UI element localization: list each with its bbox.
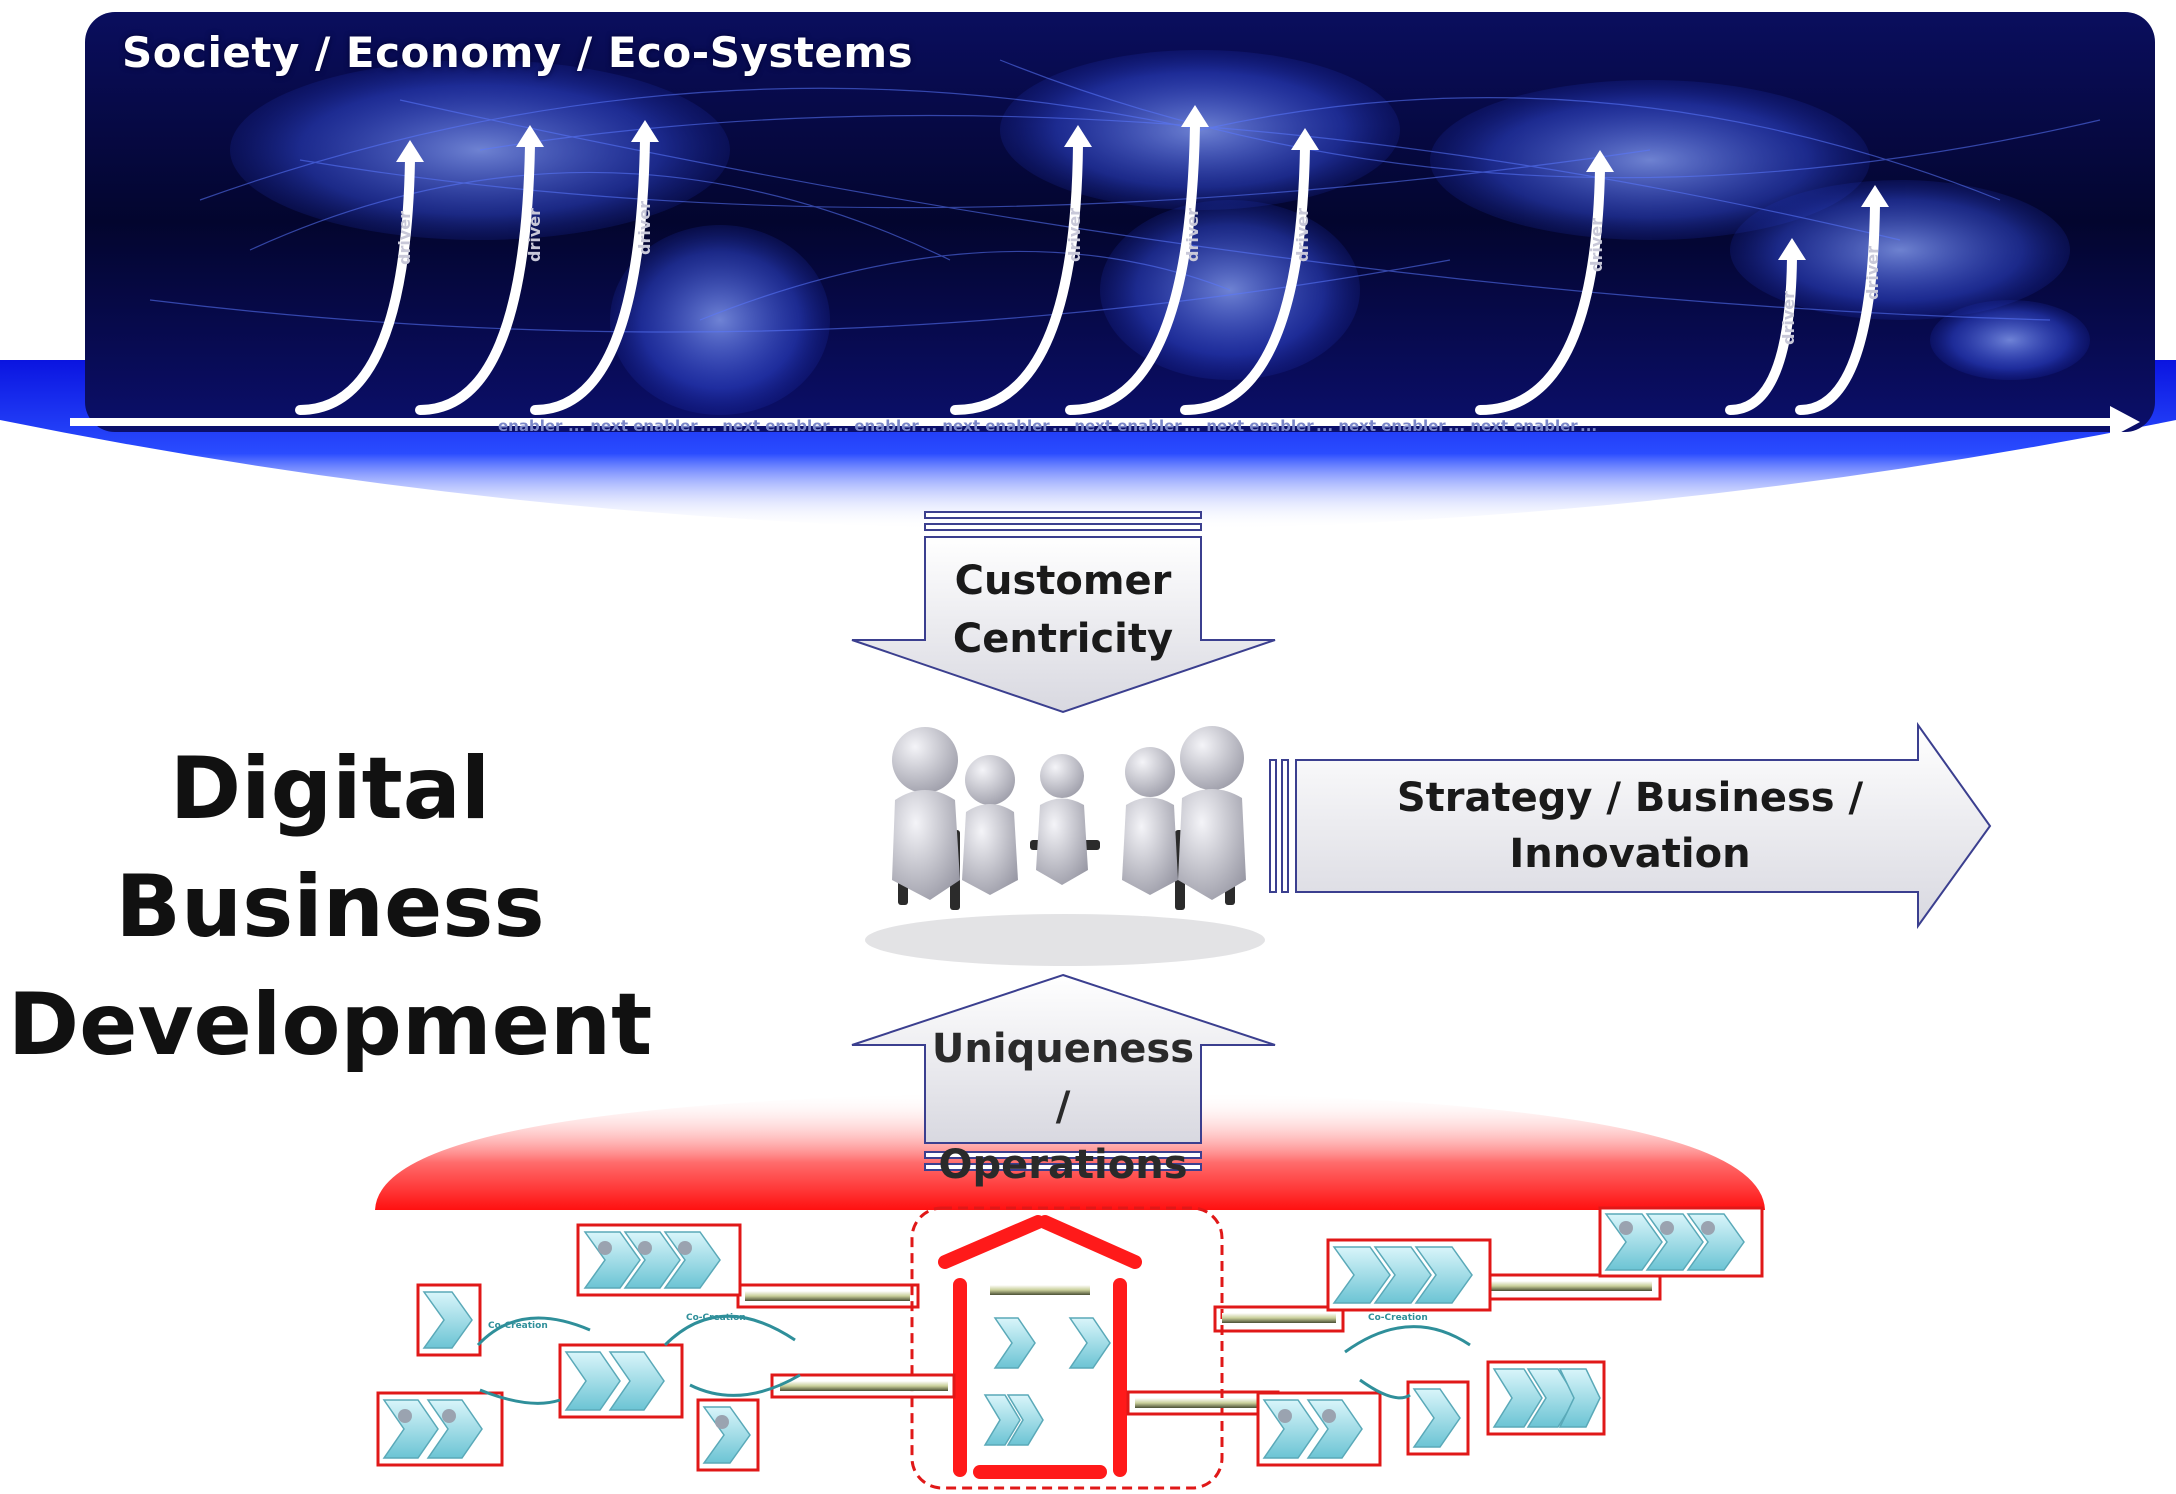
- driver-label: driver: [1293, 208, 1312, 262]
- driver-label: driver: [1779, 291, 1798, 345]
- driver-label: driver: [1065, 208, 1084, 262]
- svg-text:... next enabler: ... next enabler: [1448, 417, 1578, 435]
- svg-text:... next enabler: ... next enabler: [920, 417, 1050, 435]
- connector-bars: [736, 1273, 1662, 1416]
- uniqueness-operations-label: Uniqueness / Operations: [925, 1020, 1201, 1194]
- driver-arrow: [530, 135, 650, 415]
- uniqueness-operations-arrow: [851, 973, 1276, 1171]
- house-icon: [938, 1215, 1142, 1479]
- driver-arrow: [1180, 143, 1310, 415]
- uniqueness-line: Uniqueness /: [931, 1026, 1195, 1130]
- svg-text:... next enabler: ... next enabler: [1184, 417, 1314, 435]
- svg-text:... enabler: ... enabler: [832, 417, 919, 435]
- main-title-line: Development: [7, 975, 653, 1075]
- driver-arrow: [1725, 253, 1797, 415]
- customer-centricity-label: Customer Centricity: [925, 552, 1201, 668]
- driver-label: driver: [1863, 246, 1882, 300]
- driver-arrow: [1065, 120, 1200, 415]
- timeline-arrowhead: [2110, 406, 2140, 438]
- continent-lights: [230, 50, 2090, 415]
- svg-text:Co-Creation: Co-Creation: [1368, 1313, 1428, 1323]
- driver-arrow: [1475, 165, 1605, 415]
- strategy-line: Strategy / Business /: [1396, 775, 1864, 821]
- timeline-labels: enabler ... next enabler ... next enable…: [498, 417, 1597, 435]
- driver-label: driver: [395, 211, 414, 265]
- driver-arrows: [295, 120, 1880, 415]
- driver-label: driver: [635, 201, 654, 255]
- driver-label: driver: [1587, 218, 1606, 272]
- driver-arrow: [950, 140, 1083, 415]
- customer-centricity-line: Centricity: [952, 616, 1174, 662]
- main-title-line: Digital Business: [115, 739, 545, 957]
- driver-arrow: [415, 140, 535, 415]
- svg-text:... next enabler: ... next enabler: [1052, 417, 1182, 435]
- svg-text:... next enabler: ... next enabler: [1316, 417, 1446, 435]
- strategy-arrow: [1269, 721, 1992, 930]
- co-creation-labels: Co-Creation Co-Creation Co-Creation: [488, 1313, 1428, 1331]
- strategy-line: Innovation: [1509, 831, 1751, 877]
- process-boxes: [376, 1206, 1764, 1472]
- driver-labels: driver driver driver driver driver drive…: [395, 201, 1882, 345]
- world-band-title: Society / Economy / Eco-Systems: [122, 28, 914, 77]
- world-network-band: driver driver driver driver driver drive…: [0, 12, 2176, 530]
- strategy-label: Strategy / Business / Innovation: [1300, 770, 1960, 882]
- meeting-people-icon: [865, 726, 1265, 966]
- svg-text:Co-Creation: Co-Creation: [488, 1321, 548, 1331]
- main-title: Digital Business Development: [0, 730, 660, 1084]
- svg-text:... next enabler: ... next enabler: [568, 417, 698, 435]
- svg-text:... next enabler: ... next enabler: [700, 417, 830, 435]
- core-capability-frame: [910, 1206, 1224, 1490]
- customer-centricity-arrow: [851, 511, 1276, 714]
- core-chevrons: [983, 1317, 1111, 1446]
- driver-label: driver: [525, 208, 544, 262]
- svg-text:Co-Creation: Co-Creation: [686, 1313, 746, 1323]
- svg-text:...: ...: [1580, 417, 1597, 435]
- customer-centricity-line: Customer: [954, 558, 1172, 604]
- driver-arrowheads: [396, 105, 1889, 260]
- uniqueness-line: Operations: [938, 1142, 1188, 1188]
- driver-arrow: [1795, 200, 1880, 415]
- driver-label: driver: [1183, 208, 1202, 262]
- svg-text:enabler: enabler: [498, 417, 563, 435]
- network-lines: [149, 59, 2101, 333]
- driver-arrow: [295, 155, 415, 415]
- operations-diagram: Co-Creation Co-Creation Co-Creation: [376, 1206, 1764, 1490]
- co-creation-cycles: [476, 1314, 1471, 1405]
